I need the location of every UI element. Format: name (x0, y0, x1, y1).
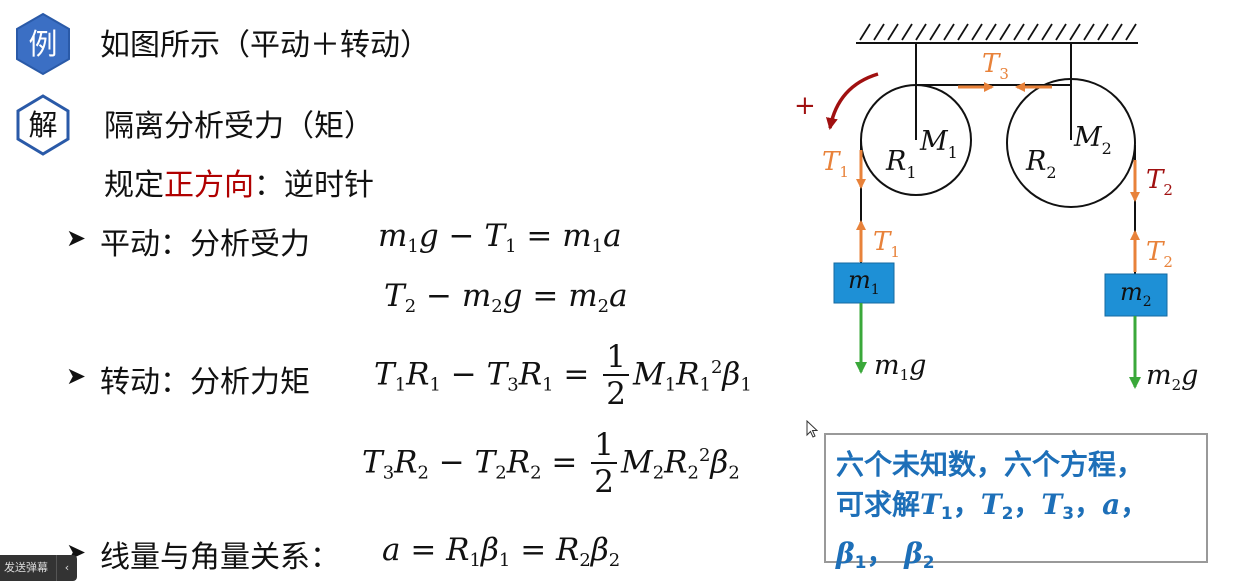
rotation-heading: 转动：分析力矩 (100, 365, 310, 400)
bullet-arrow-icon: ➤ (66, 224, 87, 252)
label-m1-pulley: M1 (919, 126, 958, 162)
example-badge: 例 (14, 12, 72, 76)
conclusion-box: 六个未知数，六个方程， 可求解T1，T2，T3，a， β1， β2 (824, 433, 1208, 573)
label-t2-top: T2 (1146, 165, 1173, 199)
label-m2-pulley: M2 (1073, 122, 1112, 158)
label-m2g: m2g (1146, 360, 1198, 394)
label-t1-bottom: T1 (873, 227, 900, 261)
equation-translation-2: T2 − m2g = m2a (384, 278, 628, 317)
page-title: 如图所示（平动＋转动） (100, 28, 430, 63)
hexagon-icon (16, 12, 70, 76)
solution-badge-label: 解 (28, 108, 58, 142)
conclusion-line-3: β1， β2 (836, 537, 935, 573)
label-t2-bottom: T2 (1146, 237, 1173, 271)
conclusion-line-1: 六个未知数，六个方程， (836, 448, 1145, 481)
mouse-cursor-icon (806, 420, 818, 438)
equation-translation-1: m1g − T1 = m1a (378, 218, 622, 257)
intro-line-1: 隔离分析受力（矩） (104, 109, 374, 144)
bullet-arrow-icon: ➤ (66, 362, 87, 390)
pulley-diagram: + T3 T1 T1 T2 T2 R1 M1 R2 M2 m1 m2 m1g m… (794, 23, 1198, 394)
danmaku-control[interactable]: 发送弹幕 ‹ (0, 555, 77, 581)
relation-heading: 线量与角量关系： (100, 540, 340, 575)
intro-line-2: 规定正方向：逆时针 (104, 168, 374, 203)
label-r1: R1 (885, 146, 917, 182)
label-r2: R2 (1025, 146, 1057, 182)
label-m1g: m1g (874, 350, 926, 384)
translation-heading: 平动：分析受力 (100, 227, 310, 262)
example-badge-label: 例 (28, 27, 58, 61)
ceiling (856, 23, 1138, 44)
equation-relation: a = R1β1 = R2β2 (382, 532, 621, 571)
pulley-2 (1006, 78, 1136, 208)
solution-badge: 解 (14, 93, 72, 157)
mass-1-block (833, 262, 895, 304)
label-mass-2: m2 (1120, 278, 1152, 310)
label-mass-1: m1 (848, 266, 880, 298)
conclusion-line-2: 可求解T1，T2，T3，a， (836, 488, 1149, 524)
plus-sign: + (794, 91, 816, 121)
send-danmaku-button[interactable]: 发送弹幕 (4, 561, 48, 574)
positive-direction-text: 正方向 (164, 168, 254, 203)
mass-2-block (1104, 273, 1168, 317)
label-t3: T3 (982, 49, 1009, 83)
rotation-direction-arrow (825, 72, 879, 130)
label-t1-top: T1 (822, 147, 849, 181)
chevron-left-icon[interactable]: ‹ (56, 555, 77, 581)
hexagon-outline-icon (16, 94, 70, 156)
